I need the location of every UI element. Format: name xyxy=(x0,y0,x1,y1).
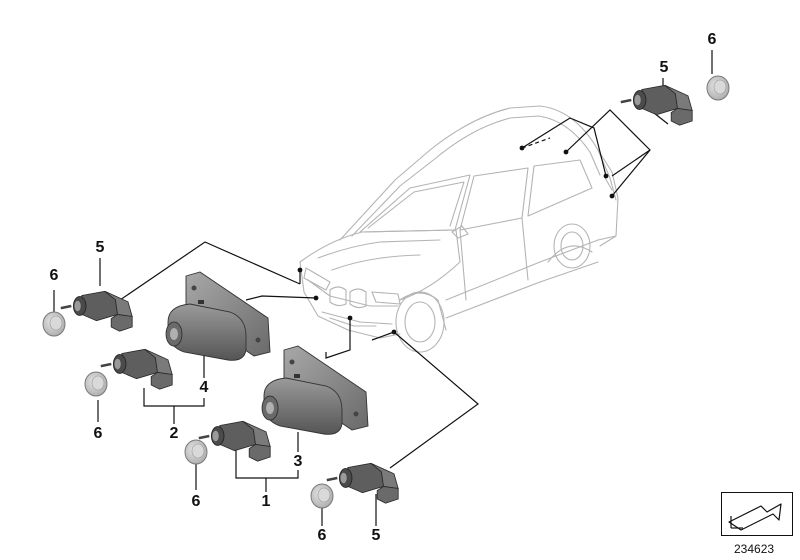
sensor-top-right xyxy=(619,83,694,127)
callout-6-top: 6 xyxy=(707,31,717,48)
callout-4: 4 xyxy=(199,379,209,396)
car-outline xyxy=(299,105,619,353)
sensor-left-mid xyxy=(99,347,174,391)
callout-6-mid: 6 xyxy=(93,425,103,442)
arrow-icon xyxy=(721,492,793,536)
callout-2: 2 xyxy=(169,425,179,442)
callout-6-bottom: 6 xyxy=(317,527,327,544)
cap-bottom-right xyxy=(310,483,334,509)
cap-left-top xyxy=(42,311,66,337)
callout-6-left: 6 xyxy=(49,267,59,284)
cap-top-right xyxy=(706,75,730,101)
callout-3: 3 xyxy=(293,453,303,470)
bracket-upper xyxy=(165,271,271,361)
callout-6-low: 6 xyxy=(191,493,201,510)
callout-1: 1 xyxy=(261,493,271,510)
callout-5-bottom: 5 xyxy=(371,527,381,544)
leader-lines xyxy=(53,50,713,526)
sensor-bottom-right xyxy=(325,461,400,505)
bracket-lower xyxy=(261,345,369,435)
sensor-center xyxy=(197,419,272,463)
sensor-left-top xyxy=(59,289,134,333)
callout-5-left: 5 xyxy=(95,239,105,256)
reference-number: 234623 xyxy=(734,542,775,556)
callout-5-top: 5 xyxy=(659,59,669,76)
cap-left-mid xyxy=(84,371,108,397)
cap-center xyxy=(184,439,208,465)
